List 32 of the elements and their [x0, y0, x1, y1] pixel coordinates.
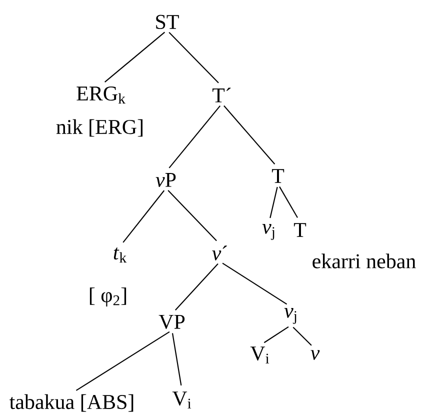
tree-node-label: vP: [156, 173, 176, 187]
tree-node-label: ST: [156, 14, 179, 30]
tree-node-label: tabakua [ABS]: [10, 394, 134, 412]
gloss-label: [ φ$_{2}$]: [90, 287, 126, 307]
tree-node-label: t$_{k}$: [114, 248, 127, 262]
tree-branch: [279, 186, 298, 218]
tree-branch: [174, 263, 218, 310]
tree-branch: [222, 262, 288, 305]
tree-node-label: ERG$_{k}$: [76, 86, 126, 104]
tree-node-label: v: [310, 350, 320, 360]
tree-node-label: v´: [212, 246, 227, 260]
gloss-label: nik [ERG]: [56, 119, 142, 137]
tree-node-label: V$_{i}$: [172, 392, 192, 408]
tree-branch: [224, 105, 276, 165]
tree-node-label: v$_{j}$: [284, 308, 296, 324]
tree-node-label: T´: [212, 88, 231, 102]
tree-branch: [270, 186, 278, 218]
tree-branch: [172, 333, 182, 386]
tree-branch: [122, 190, 165, 243]
tree-node-label: T: [272, 169, 284, 183]
gloss-label: ekarri neban: [312, 254, 416, 268]
tree-branch: [168, 105, 221, 168]
tree-branch: [264, 326, 289, 344]
tree-branch: [76, 331, 170, 391]
tree-node-label: v$_{j}$: [262, 224, 274, 240]
tree-node-label: VP: [158, 314, 185, 330]
tree-branch: [104, 32, 166, 83]
tree-branch: [168, 32, 219, 84]
tree-branch: [292, 326, 312, 346]
tree-node-label: T: [294, 223, 306, 237]
tree-branch: [168, 190, 217, 242]
tree-node-label: V$_{i}$: [250, 346, 270, 364]
